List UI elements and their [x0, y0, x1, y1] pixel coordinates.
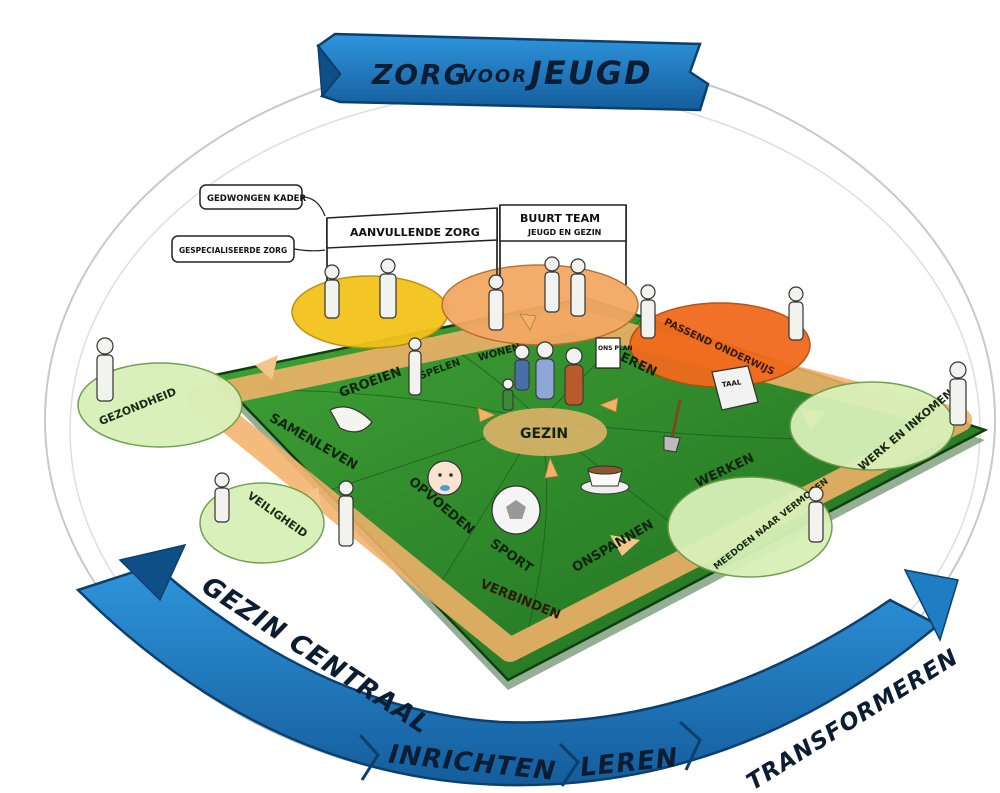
center-gezin: GEZIN ONS PLAN [477, 313, 632, 479]
circle-yellow-zorg [291, 275, 449, 349]
people-figures [96, 256, 967, 547]
circle-passend-onderwijs: PASSEND ONDERWIJS [629, 302, 811, 388]
circle-peach-buurtteam [441, 264, 639, 346]
banner-title-voor: VOOR [462, 66, 528, 87]
circle-meedoen: MEEDOEN NAAR VERMOGEN [667, 476, 833, 578]
bottom-arrow-band: GEZIN CENTRAAL INRICHTEN LEREN TRANSFORM… [75, 543, 963, 793]
football-icon [491, 485, 541, 535]
banner-title-jeugd: JEUGD [524, 54, 653, 92]
svg-text:ONS PLAN: ONS PLAN [598, 345, 632, 352]
book-icon: TAAL [711, 365, 759, 411]
svg-text:AANVULLENDE ZORG: AANVULLENDE ZORG [350, 226, 480, 239]
svg-text:GEZIN: GEZIN [520, 426, 568, 442]
tag-gespecialiseerde-zorg: GESPECIALISEERDE ZORG [171, 235, 326, 263]
family-figures [502, 341, 584, 411]
circle-veiligheid: VEILIGHEID [199, 482, 325, 564]
handshake-icon [329, 406, 373, 433]
svg-text:GEDWONGEN KADER: GEDWONGEN KADER [207, 194, 306, 204]
coffee-cup-icon [580, 465, 630, 495]
svg-text:JEUGD EN GEZIN: JEUGD EN GEZIN [527, 228, 601, 237]
banner-title-zorg: ZORG [371, 58, 469, 91]
shovel-icon [663, 399, 682, 453]
svg-text:TAAL: TAAL [721, 378, 742, 389]
top-banner: ZORG VOOR JEUGD [316, 32, 710, 112]
baby-face-icon [427, 460, 463, 496]
svg-text:GESPECIALISEERDE ZORG: GESPECIALISEERDE ZORG [179, 246, 287, 255]
sign-buurt-team: BUURT TEAM JEUGD EN GEZIN [499, 204, 627, 285]
tag-gedwongen-kader: GEDWONGEN KADER [199, 184, 326, 217]
svg-text:BUURT TEAM: BUURT TEAM [520, 212, 600, 225]
